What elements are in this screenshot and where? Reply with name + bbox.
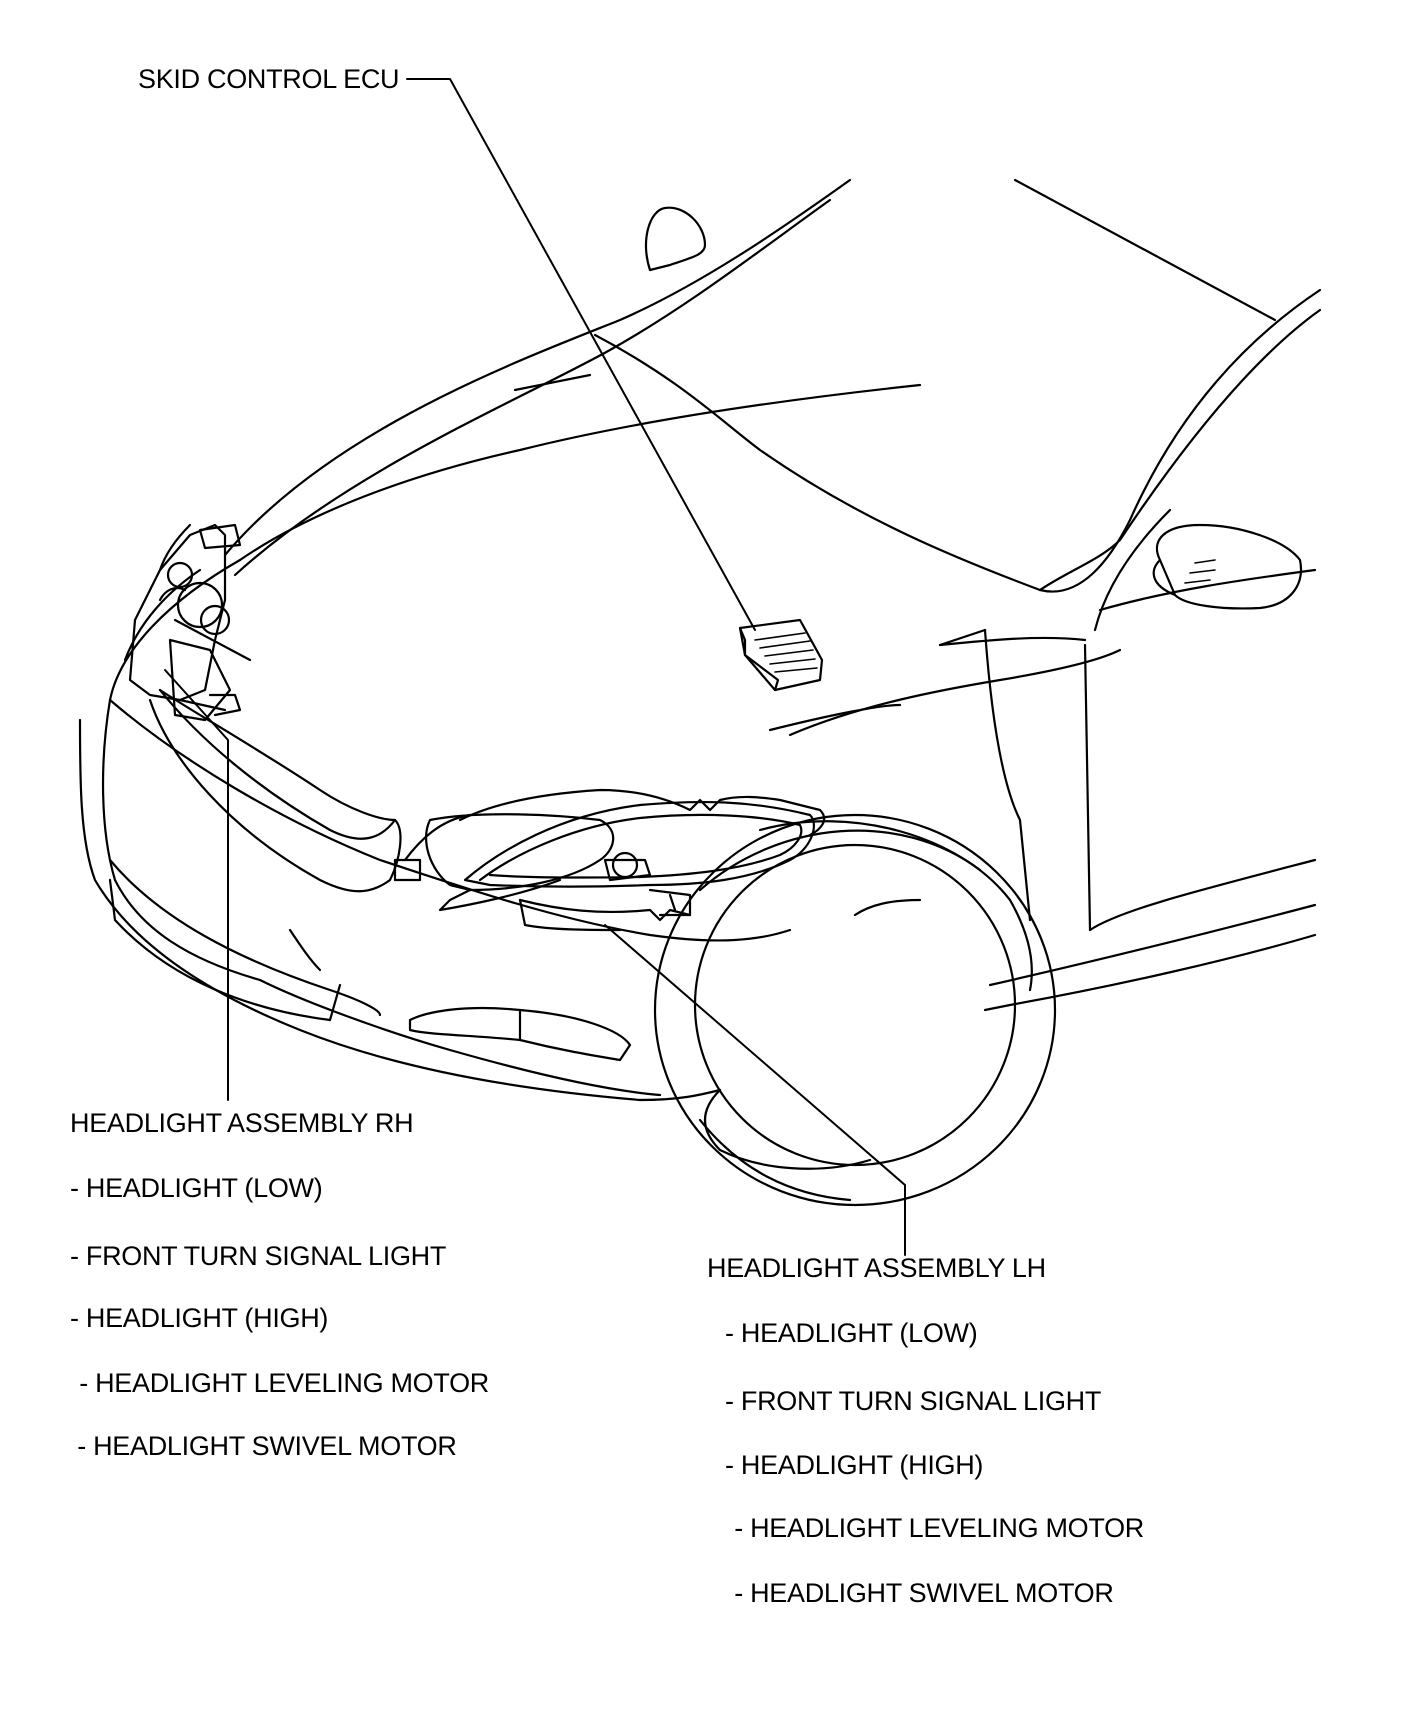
- a-pillar-and-door: [1083, 508, 1317, 932]
- rh-item-headlight-high: - HEADLIGHT (HIGH): [70, 1303, 329, 1333]
- headlight-assembly-rh-drawing: [128, 523, 252, 722]
- rh-item-front-turn-signal-light: - FRONT TURN SIGNAL LIGHT: [70, 1241, 447, 1271]
- side-mirror: [1152, 523, 1303, 610]
- lh-item-headlight-low: - HEADLIGHT (LOW): [725, 1318, 978, 1348]
- fender: [238, 383, 1317, 1012]
- front-wheel: [653, 813, 1057, 1207]
- lh-item-front-turn-signal-light: - FRONT TURN SIGNAL LIGHT: [725, 1386, 1102, 1416]
- leader-headlight-lh: [604, 924, 906, 1256]
- grille: [148, 688, 402, 893]
- lh-item-headlight-leveling-motor: - HEADLIGHT LEVELING MOTOR: [727, 1513, 1144, 1543]
- headlight-assembly-lh-drawing: [393, 788, 826, 932]
- leader-skid-control-ecu: [406, 78, 756, 631]
- rh-item-headlight-low: - HEADLIGHT (LOW): [70, 1173, 323, 1203]
- leader-lines: [164, 78, 906, 1256]
- label-skid-control-ecu: SKID CONTROL ECU: [138, 64, 400, 94]
- hood-outline: [223, 178, 1322, 593]
- skid-control-ecu-drawing: [738, 618, 824, 692]
- label-headlight-assembly-lh: HEADLIGHT ASSEMBLY LH: [707, 1253, 1046, 1283]
- rh-item-headlight-leveling-motor: - HEADLIGHT LEVELING MOTOR: [72, 1368, 489, 1398]
- label-headlight-assembly-rh: HEADLIGHT ASSEMBLY RH: [70, 1108, 414, 1138]
- body-lines: [513, 373, 922, 917]
- far-side-mirror: [645, 206, 707, 272]
- leader-headlight-rh: [164, 669, 229, 1101]
- lh-item-headlight-high: - HEADLIGHT (HIGH): [725, 1450, 984, 1480]
- rh-item-headlight-swivel-motor: - HEADLIGHT SWIVEL MOTOR: [70, 1431, 457, 1461]
- lh-item-headlight-swivel-motor: - HEADLIGHT SWIVEL MOTOR: [727, 1578, 1114, 1608]
